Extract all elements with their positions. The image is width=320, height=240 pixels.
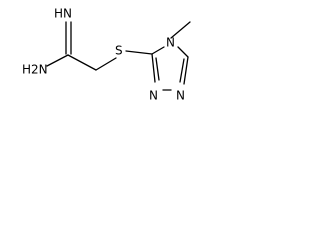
bond-amidine-amine [46,54,69,67]
bond-ch2-sulfur [95,57,117,71]
bond-c5-n1-b [179,58,185,83]
bond-n2-c3-a [151,53,156,83]
molecule-structure: HN H2N S N N N [22,7,191,103]
bond-amidine-ch2 [67,54,97,71]
bond-c3-n4 [151,46,165,55]
bond-sulfur-ring [125,50,153,55]
bonds [46,21,191,91]
bond-n4-methyl [170,21,191,39]
sulfur-label: S [115,44,123,58]
amine-label: H2N [22,63,48,77]
methyl-nitrogen-label: N [166,36,175,50]
ring-nitrogen-b-label: N [176,89,185,103]
bond-c5-n1-a [183,56,189,85]
ring-nitrogen-a-label: N [149,89,158,103]
bond-n2-c3-b [155,57,160,81]
imine-label: HN [54,7,72,21]
atom-labels: HN H2N S N N N [22,7,185,103]
bond-n4-c5 [177,46,189,58]
